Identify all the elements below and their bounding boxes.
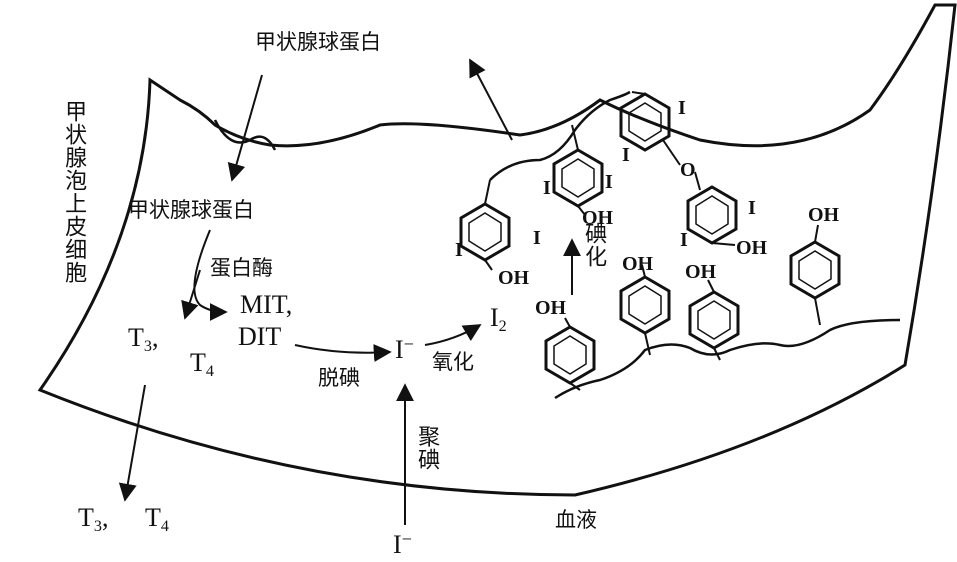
arrow-secretion (469, 58, 513, 141)
label-iodide-uptake: 聚碘 (414, 425, 440, 471)
arrow-release (118, 384, 146, 502)
label-iodide-blood: I− (393, 530, 412, 558)
t3-blood-symbol: T (78, 503, 94, 532)
label-thyroglobulin-cell: 甲状腺球蛋白 (128, 198, 254, 222)
label-deiodination: 脱碘 (318, 366, 360, 390)
thyroglobulin-backbone (489, 90, 901, 400)
t4-blood-symbol: T (145, 503, 161, 532)
cell-boundary (37, 3, 957, 497)
iodide-blood-symbol: I (393, 530, 402, 560)
iodide-charge: − (403, 334, 414, 354)
arrow-oxidation (424, 324, 482, 346)
atom-oh-7: OH (808, 204, 840, 226)
atom-oh-6: OH (685, 261, 717, 283)
atom-oh-2: OH (582, 207, 614, 229)
atom-oh-1: OH (498, 267, 530, 289)
label-mit: MIT, (240, 290, 293, 319)
atom-oh-3: OH (736, 237, 768, 259)
tyrosine-ring-2 (552, 148, 604, 208)
bonds (484, 91, 821, 391)
iodide-blood-charge: − (401, 529, 412, 549)
arrow-to-t3t4 (181, 269, 201, 320)
atom-i-3: I (543, 177, 551, 199)
atom-i-1: I (455, 239, 463, 261)
t4-blood-subscript: 4 (160, 517, 169, 535)
label-oxidation: 氧化 (432, 350, 474, 374)
tyrosine-ring-1 (459, 202, 511, 262)
label-blood: 血液 (555, 508, 597, 532)
t3-blood-comma: , (101, 503, 109, 532)
atom-i-4: I (605, 171, 613, 193)
label-iodide-cell: I− (395, 335, 414, 363)
tyrosine-ring-7 (688, 290, 740, 350)
t3-comma: , (151, 323, 159, 352)
label-iodination: 碘化 (581, 222, 607, 268)
tyrosine-ring-5 (544, 325, 596, 385)
label-protease: 蛋白酶 (210, 256, 273, 280)
atom-oh-5: OH (622, 253, 654, 275)
atom-i-2: I (533, 227, 541, 249)
atom-o-bridge: O (680, 159, 696, 181)
label-thyroglobulin-colloid: 甲状腺球蛋白 (255, 30, 381, 54)
iodine-subscript: 2 (498, 317, 507, 335)
arrow-deiodination (294, 343, 392, 362)
atom-i-6: I (622, 144, 630, 166)
label-t3-cell: T3, (128, 325, 158, 355)
label-t4-blood: T4 (145, 505, 169, 535)
label-iodine: I2 (490, 305, 507, 335)
label-t4-cell: T4 (190, 350, 214, 380)
tyrosine-ring-4 (686, 185, 738, 245)
label-follicular-cell: 甲状腺泡上皮细胞 (61, 100, 87, 284)
iodine-symbol: I (490, 303, 499, 332)
atom-oh-4: OH (535, 297, 567, 319)
t3-subscript: 3 (143, 337, 152, 355)
t4-symbol: T (190, 348, 206, 377)
tyrosine-ring-3 (619, 92, 671, 152)
label-dit: DIT (238, 322, 282, 351)
membrane-wave (213, 119, 277, 151)
atom-i-7: I (748, 197, 756, 219)
atom-i-8: I (680, 229, 688, 251)
label-t3-blood: T3, (78, 505, 108, 535)
arrow-protease (193, 229, 228, 321)
tyrosine-ring-6 (619, 275, 671, 335)
t4-subscript: 4 (205, 362, 214, 380)
tyrosine-ring-8 (789, 240, 841, 300)
t3-symbol: T (128, 323, 144, 352)
atom-i-5: I (678, 97, 686, 119)
t3-blood-subscript: 3 (93, 517, 102, 535)
iodide-symbol: I (395, 335, 404, 365)
arrow-endocytosis (227, 74, 263, 182)
